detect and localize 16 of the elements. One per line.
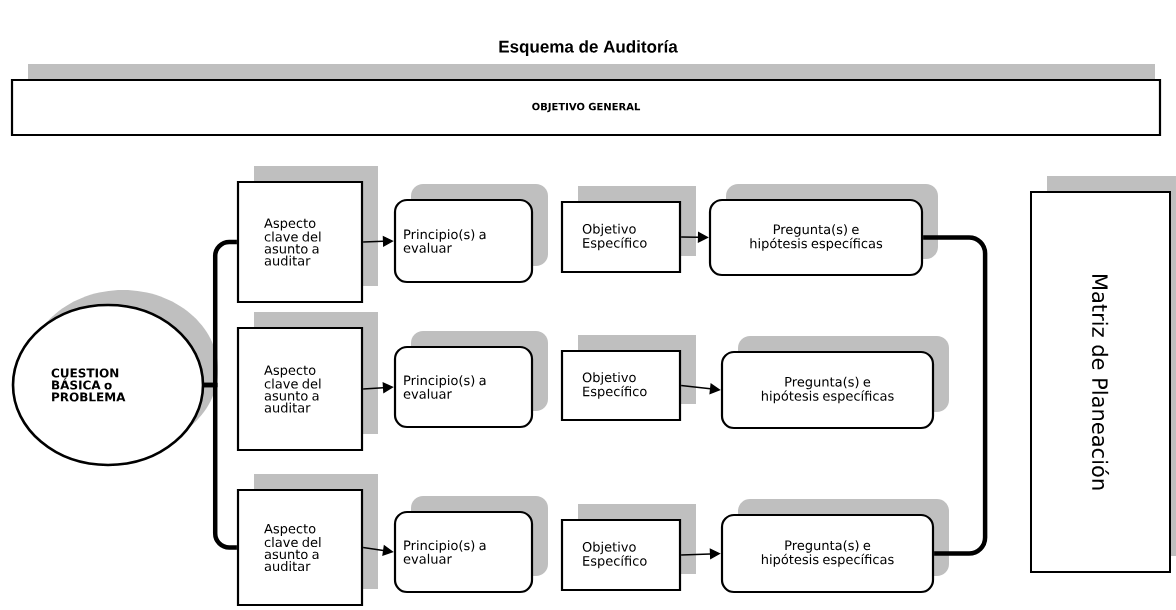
planning-matrix-box: Matriz de Planeación — [1030, 176, 1176, 573]
objective-box: Objetivo Específico — [560, 186, 696, 274]
aspect-box: Aspecto clave del asunto a auditar — [236, 312, 378, 452]
principle-box: Principio(s) a evaluar — [393, 184, 548, 284]
objective-box: Objetivo Específico — [560, 504, 696, 592]
objective-box: OBJETIVO GENERAL — [10, 64, 1162, 137]
bracket-line — [923, 235, 988, 556]
aspect-box: Aspecto clave del asunto a auditar — [236, 474, 378, 607]
question-box: Pregunta(s) e hipótesis específicas — [720, 499, 949, 594]
principle-box: Principio(s) a evaluar — [393, 496, 548, 594]
objective-box: Objetivo Específico — [560, 335, 696, 422]
question-box: Pregunta(s) e hipótesis específicas — [708, 184, 938, 277]
question-box: Pregunta(s) e hipótesis específicas — [720, 336, 949, 430]
aspect-box: Aspecto clave del asunto a auditar — [236, 166, 378, 304]
title: Esquema de Auditoría — [499, 40, 678, 56]
principle-box: Principio(s) a evaluar — [393, 331, 548, 429]
